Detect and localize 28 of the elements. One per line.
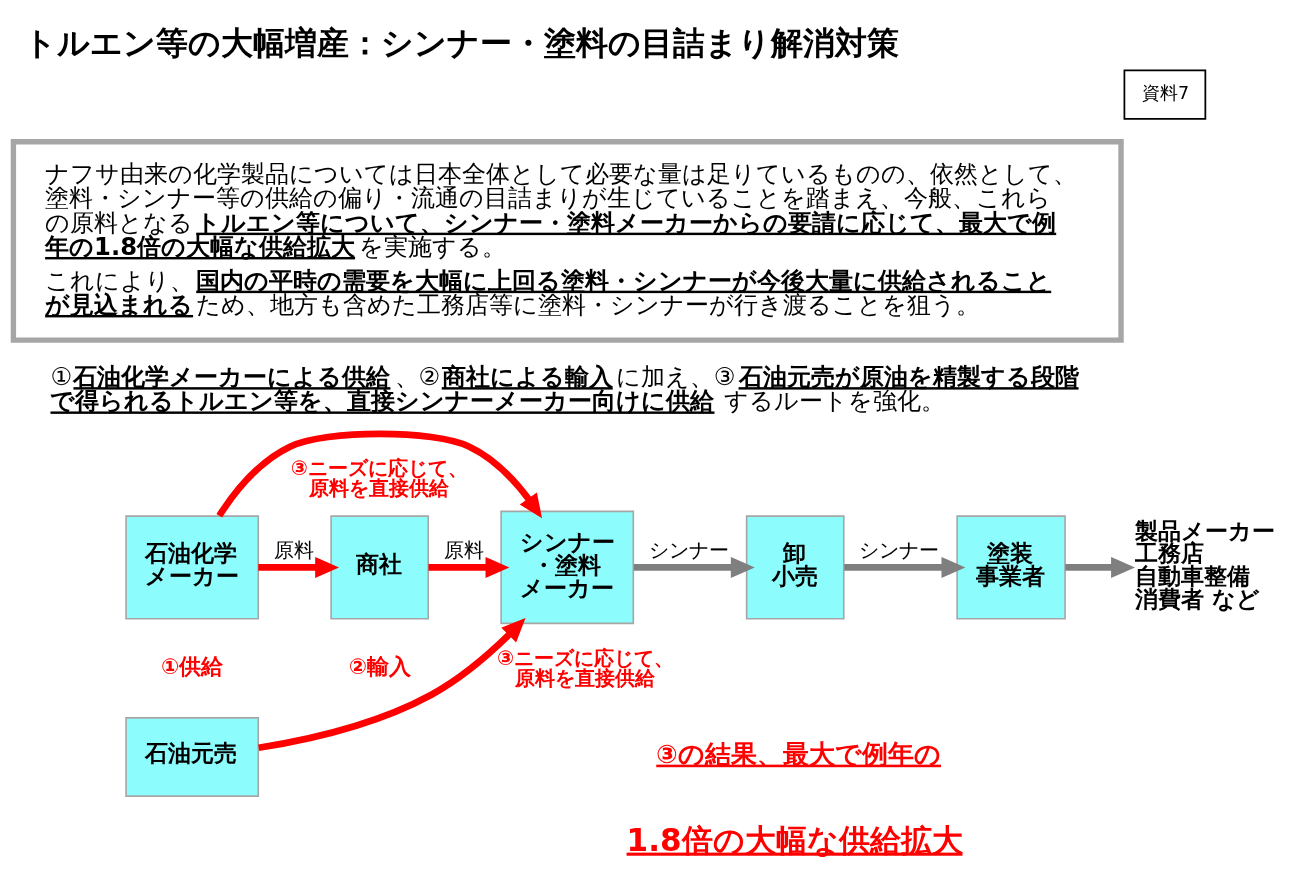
node-box: 資料7 xyxy=(1123,69,1207,120)
edge-label: シンナー xyxy=(648,537,729,562)
arrow xyxy=(258,556,340,578)
node-box: 石油化学メーカー xyxy=(125,515,260,620)
edge-label: ③ニーズに応じて、原料を直接供給 xyxy=(497,646,675,691)
label: ①石油化学メーカーによる供給、②商社による輸入に加え、③石油元売が原油を精製する段階で得られるトルエン等を、直接シンナーメーカー向けに供給するルートを強化。 xyxy=(50,362,1079,416)
edge-label: ③ニーズに応じて、原料を直接供給 xyxy=(290,456,468,501)
node-text: 製品メーカー 工務店 自動車整備 消費者 など xyxy=(1135,517,1276,613)
arrow xyxy=(633,556,755,578)
node-label: ②輸入 xyxy=(348,654,411,680)
node-label: ①供給 xyxy=(161,654,224,680)
edge-label: 原料 xyxy=(273,537,314,562)
node-box: 塗装事業者 xyxy=(956,515,1066,620)
arrow xyxy=(428,556,510,578)
label: ③の結果、最大で例年の xyxy=(656,738,941,769)
arrow xyxy=(216,430,543,519)
node-box: 商社 xyxy=(330,515,430,620)
arrow xyxy=(1065,556,1135,578)
diagram-title: トルエン等の大幅増産：シンナー・塗料の目詰まり解消対策 xyxy=(24,24,900,63)
node-box: ナフサ由来の化学製品については日本全体として必要な量は足りているものの、依然として、塗料・シンナー等の供給の偏り・流通の目詰まりが生じていることを踏まえ、今般、これらの原料となるトルエン等について、シンナー・塗料メーカーからの要請に応じて、最大で例年の1.8倍の大幅な供給拡大を実施する。 これにより、国内の平時の需要を大幅に上回る塗料・シンナーが今後大量に供給されることが見込まれるため、地方も含めた工務店等に塗料・シンナーが行き渡ることを狙う。 xyxy=(10,139,1124,343)
edge-label: シンナー xyxy=(859,537,940,562)
arrow xyxy=(844,556,966,578)
node-box: シンナー・塗料メーカー xyxy=(500,510,635,625)
node-box: 卸小売 xyxy=(745,515,845,620)
node-box: 石油元売 xyxy=(125,717,260,797)
label: 1.8倍の大幅な供給拡大 xyxy=(626,821,963,858)
arrow xyxy=(258,618,526,752)
edge-label: 原料 xyxy=(443,537,484,562)
